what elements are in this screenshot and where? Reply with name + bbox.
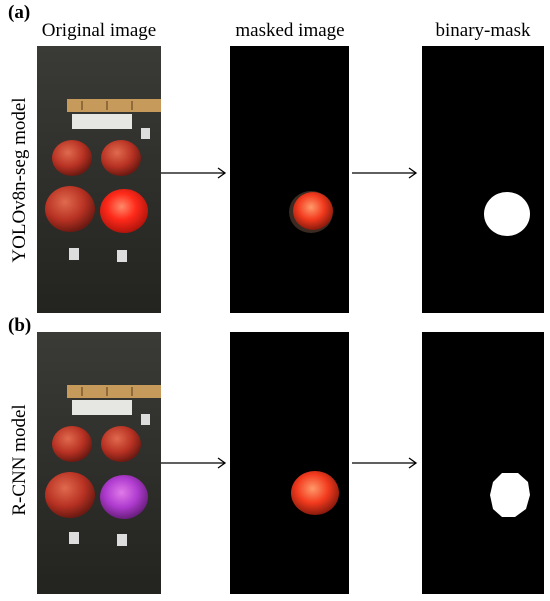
binary-mask-a	[422, 46, 544, 313]
tomato-photo-a	[37, 46, 161, 313]
panel-label-b: (b)	[8, 315, 32, 336]
binary-mask-octagon-b	[490, 473, 530, 517]
masked-image-a	[230, 46, 349, 313]
original-image-b	[37, 332, 161, 594]
row-label-yolo: YOLOv8n-seg model	[9, 97, 30, 263]
arrow-right-icon	[161, 456, 229, 470]
binary-mask-b	[422, 332, 544, 594]
arrow-right-icon	[352, 166, 420, 180]
masked-image-b	[230, 332, 349, 594]
original-image-a	[37, 46, 161, 313]
column-title-original: Original image	[41, 20, 157, 41]
arrow-right-icon	[161, 166, 229, 180]
row-label-rcnn: R-CNN model	[9, 404, 30, 516]
binary-mask-circle-a	[484, 192, 530, 236]
masked-tomato-a	[289, 191, 333, 233]
arrow-right-icon	[352, 456, 420, 470]
tomato-photo-b	[37, 332, 161, 594]
column-title-masked: masked image	[235, 20, 345, 41]
masked-tomato-b	[291, 471, 339, 515]
panel-label-a: (a)	[8, 2, 31, 23]
column-title-binary: binary-mask	[435, 20, 531, 41]
